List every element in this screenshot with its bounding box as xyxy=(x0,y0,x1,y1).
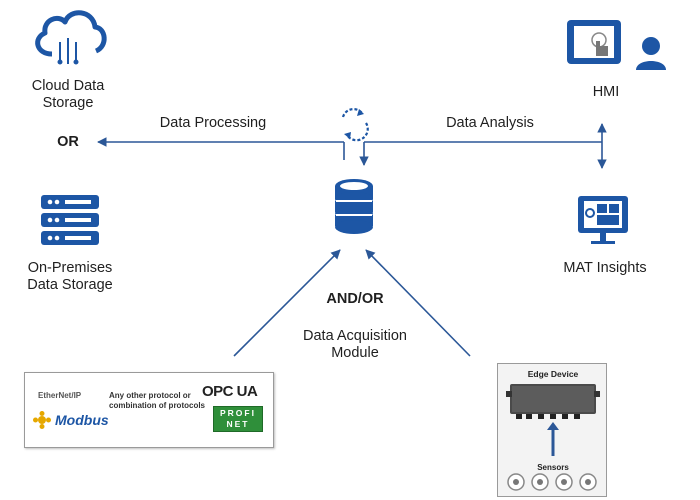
cloud-icon xyxy=(35,10,107,65)
data-analysis-label: Data Analysis xyxy=(446,115,534,131)
and-or-label: AND/OR xyxy=(326,291,384,307)
modbus-logo-mark xyxy=(33,411,51,429)
profinet-logo: PROFI NET xyxy=(213,406,263,432)
hmi-label: HMI xyxy=(592,84,620,100)
edge-device-title: Edge Device xyxy=(527,369,579,379)
data-acquisition-label: Data Acquisition Module xyxy=(303,328,407,361)
dashboard-monitor-icon xyxy=(578,196,628,244)
mat-insights-label: MAT Insights xyxy=(563,260,647,276)
edge-device-panel: Edge Device Sensors xyxy=(497,363,607,497)
arrow-from-edge xyxy=(365,249,471,357)
ethernet-ip-logo: EtherNet/IP xyxy=(38,391,82,400)
server-icon xyxy=(41,195,99,245)
on-premises-storage-label: On-Premises Data Storage xyxy=(27,260,113,293)
refresh-cycle-icon xyxy=(341,108,369,142)
or-label: OR xyxy=(57,134,79,150)
opc-ua-logo: OPC UA xyxy=(202,383,258,400)
touch-tablet-icon xyxy=(567,20,621,64)
any-protocol-note: Any other protocol or combination of pro… xyxy=(109,391,205,410)
user-icon xyxy=(636,37,666,70)
edge-device-illustration xyxy=(506,384,600,491)
sensors-label: Sensors xyxy=(537,463,569,472)
cloud-storage-label: Cloud Data Storage xyxy=(31,78,105,111)
protocols-panel: EtherNet/IP Modbus Any other protocol or… xyxy=(24,372,274,448)
arrow-from-protocols xyxy=(233,249,341,357)
database-icon xyxy=(335,179,373,234)
modbus-logo: Modbus xyxy=(55,412,109,428)
data-processing-label: Data Processing xyxy=(159,115,267,131)
